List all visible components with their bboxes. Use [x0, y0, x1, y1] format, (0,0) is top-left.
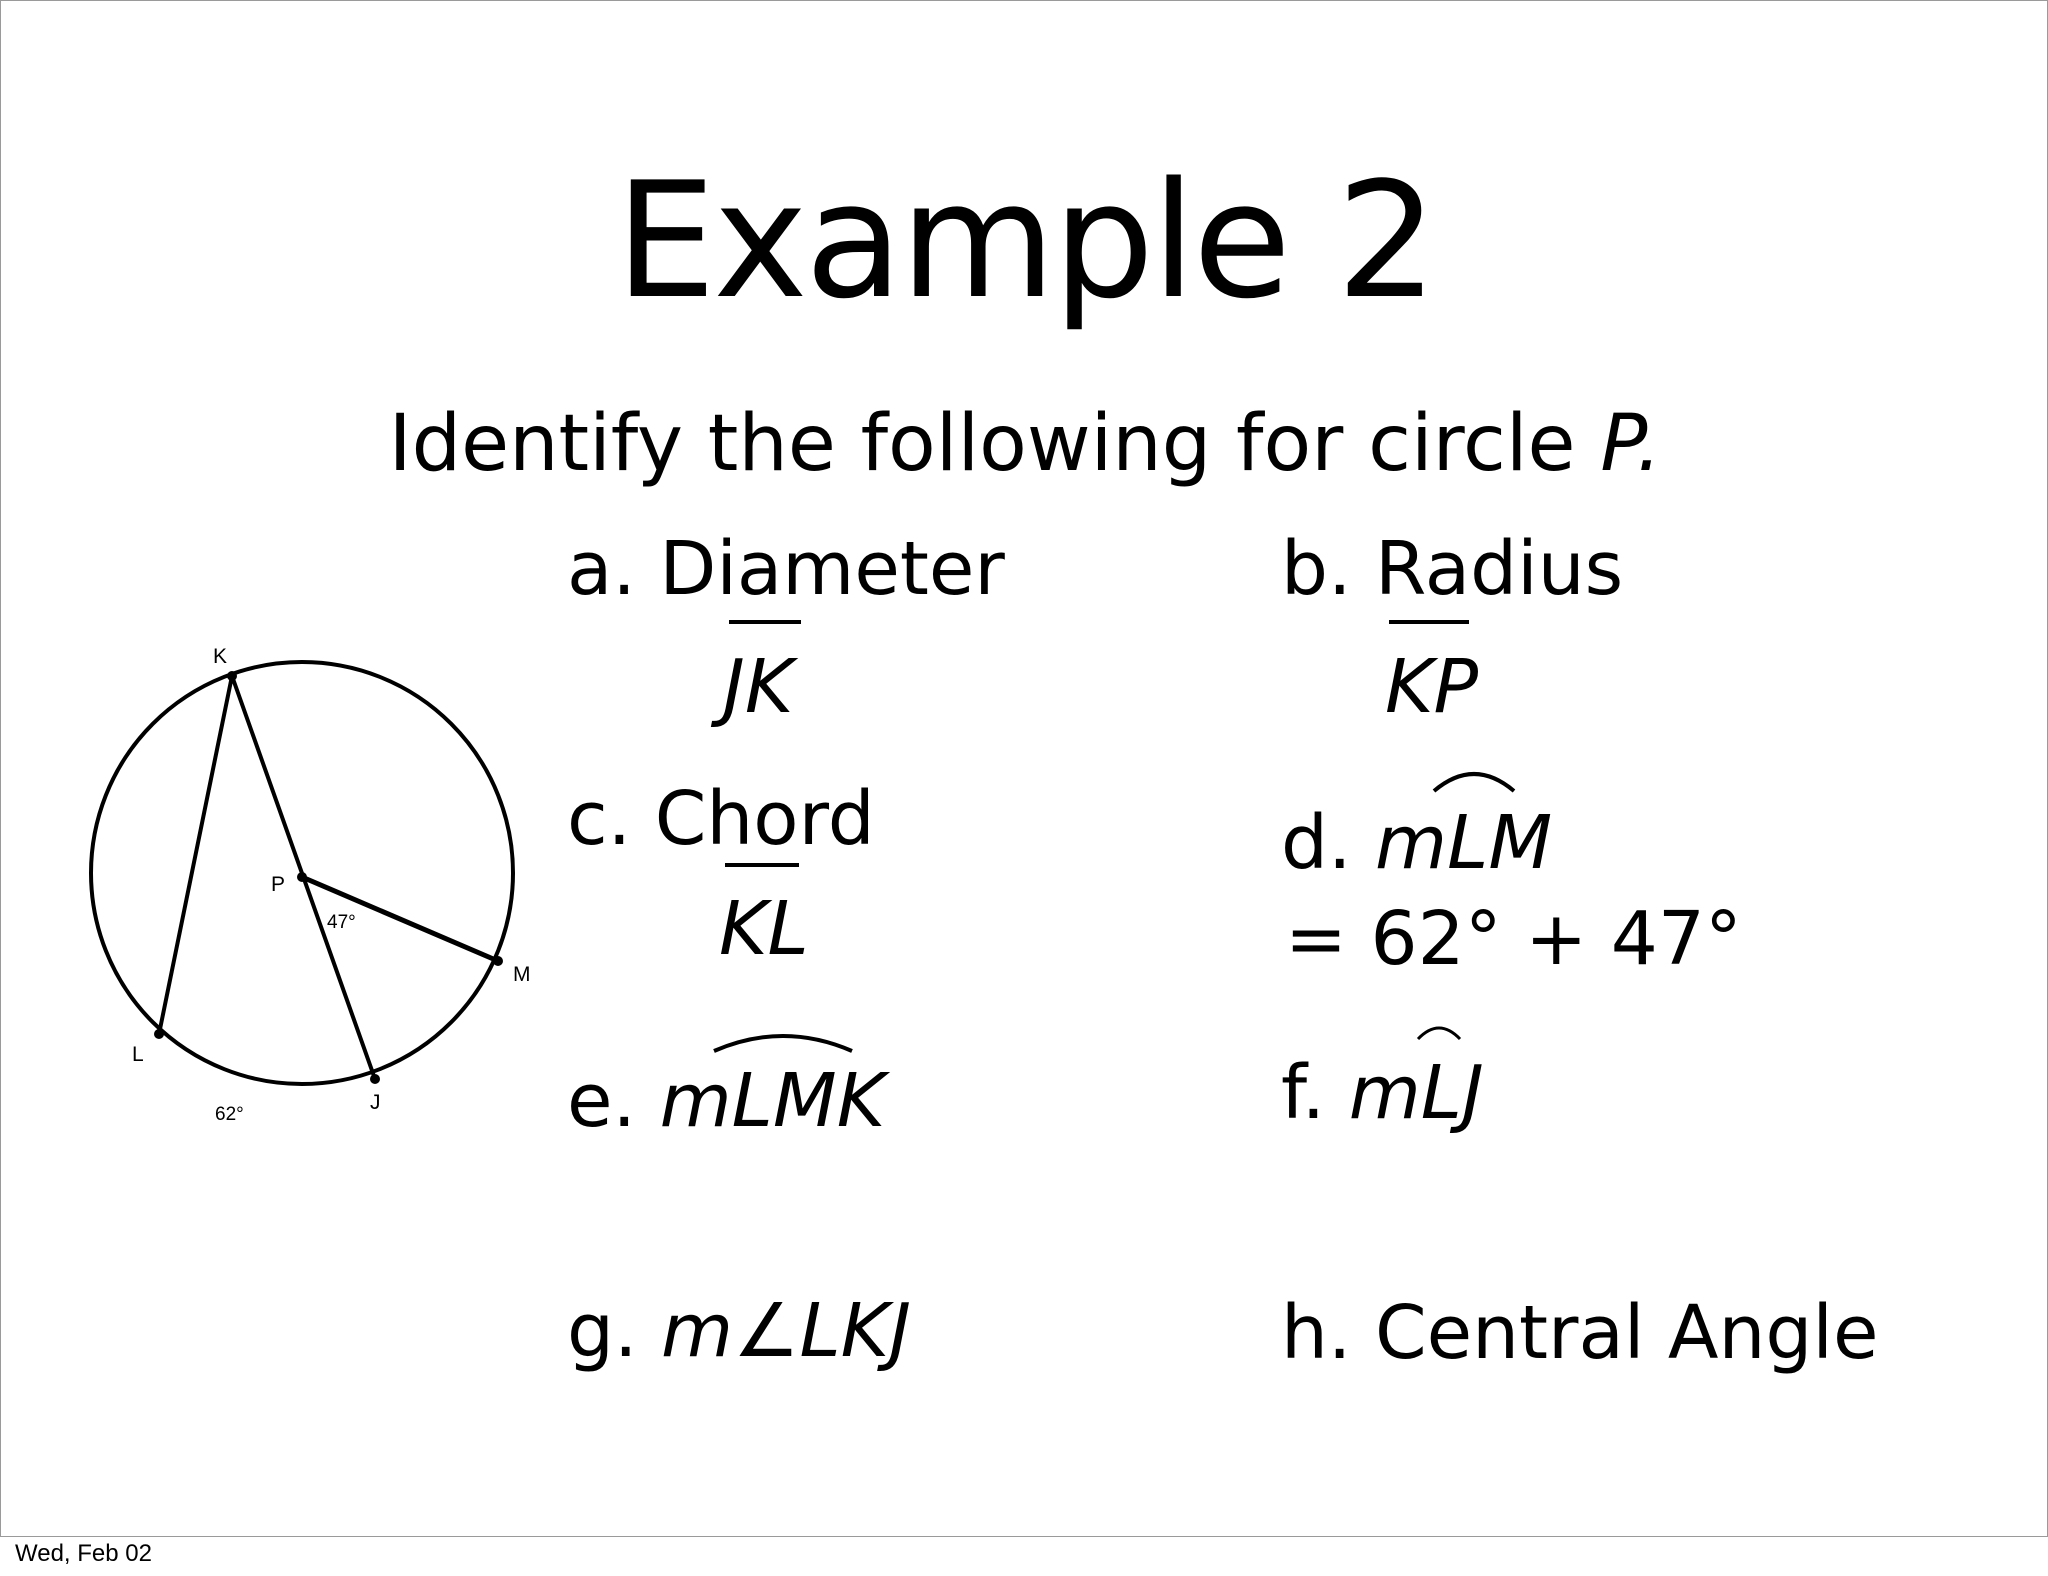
item-h-label: h. Central Angle: [1281, 1290, 1879, 1376]
item-c-answer: KL: [719, 886, 809, 972]
arc-62-label: 62°: [215, 1104, 244, 1125]
item-g: g. m∠LKJ: [567, 1289, 911, 1373]
point-k: [227, 671, 237, 681]
item-b-label: b. Radius: [1281, 526, 1624, 612]
angle-47-label: 47°: [327, 912, 356, 933]
slide: Example 2 Identify the following for cir…: [0, 0, 2048, 1537]
item-c-segment-bar: [725, 863, 799, 867]
item-g-prefix: g.: [567, 1288, 662, 1374]
subtitle-text: Identify the following for circle: [388, 399, 1601, 489]
label-m: M: [513, 963, 531, 986]
item-e-arc-mark: [713, 1034, 853, 1053]
item-d-arc-mark: [1432, 772, 1516, 793]
item-f-expression: mLJ: [1348, 1050, 1484, 1136]
item-e: e. mLMK: [567, 1059, 885, 1143]
item-a-label: a. Diameter: [567, 526, 1005, 612]
item-c-label: c. Chord: [567, 776, 875, 862]
label-l: L: [132, 1043, 144, 1066]
item-f-prefix: f.: [1281, 1050, 1349, 1136]
item-f: f. mLJ: [1281, 1051, 1484, 1135]
radius-pm: [301, 874, 499, 964]
point-m: [493, 956, 503, 966]
label-p: P: [271, 873, 285, 896]
item-d: d. mLM: [1281, 801, 1552, 885]
item-d-prefix: d.: [1281, 800, 1376, 886]
chord-kl: [157, 675, 234, 1035]
item-e-expression: mLMK: [659, 1058, 886, 1144]
item-e-prefix: e.: [567, 1058, 660, 1144]
point-j: [370, 1074, 380, 1084]
item-g-expression: m∠LKJ: [661, 1288, 912, 1374]
point-l: [154, 1029, 164, 1039]
label-k: K: [213, 645, 227, 668]
slide-subtitle: Identify the following for circle P.: [1, 399, 2048, 489]
label-j: J: [370, 1091, 381, 1114]
subtitle-circle-name: P.: [1600, 399, 1662, 489]
circle-diagram: K P M L J 47° 62°: [89, 645, 531, 1125]
item-d-work: = 62° + 47°: [1285, 896, 1742, 982]
footer-date: Wed, Feb 02: [15, 1540, 152, 1567]
item-b-answer: KP: [1385, 644, 1479, 730]
point-p: [297, 872, 307, 882]
item-a-segment-bar: [729, 620, 801, 624]
item-b-segment-bar: [1389, 620, 1469, 624]
item-f-arc-mark: [1416, 1026, 1462, 1041]
footer-bar: [0, 1537, 2048, 1576]
item-a-answer: JK: [723, 644, 794, 730]
circle-p: [89, 660, 515, 1086]
item-d-expression: mLM: [1375, 800, 1553, 886]
slide-title: Example 2: [615, 147, 1438, 334]
